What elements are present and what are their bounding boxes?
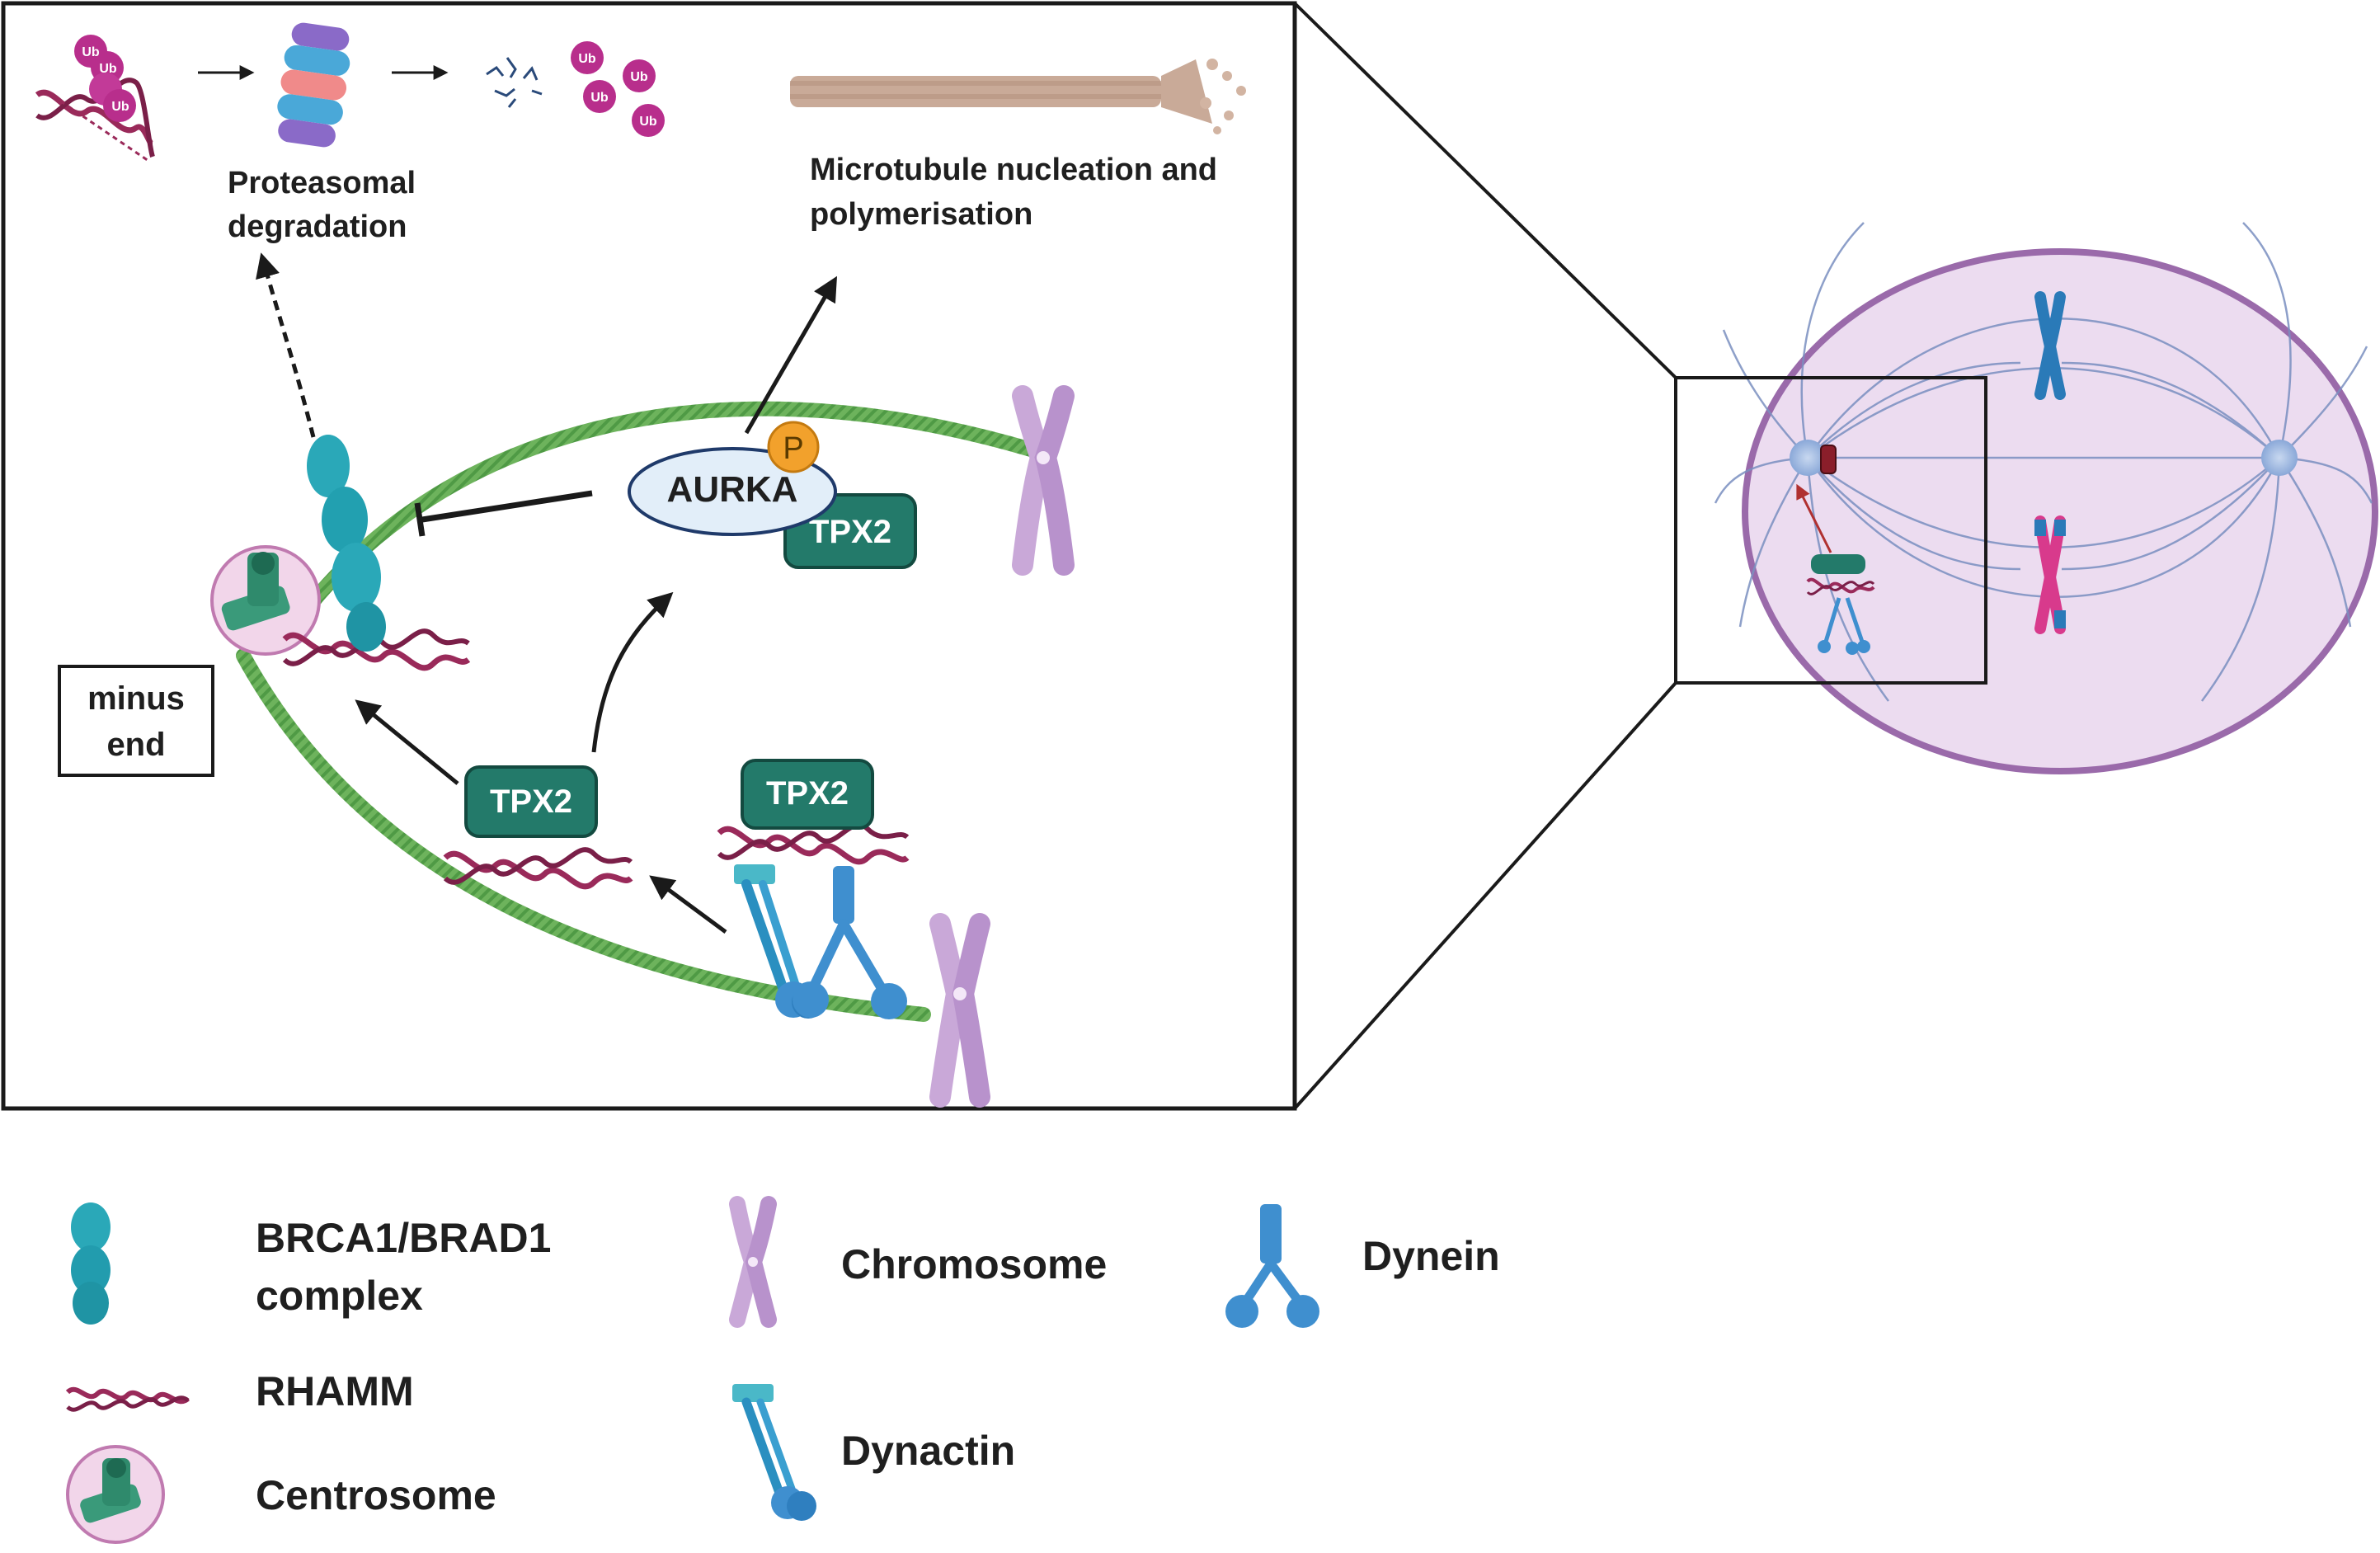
inhibition-line — [421, 490, 593, 523]
chromosome-lower — [929, 913, 990, 1108]
arrow-tpx2-to-minus-end — [355, 699, 459, 785]
free-ubiquitins: Ub Ub Ub Ub — [571, 41, 665, 137]
spindle-pole-right — [2261, 440, 2298, 476]
legend-dynein-icon — [1225, 1204, 1319, 1328]
legend-brca1-line1: BRCA1/BRAD1 — [256, 1215, 551, 1261]
mini-tpx2 — [1811, 554, 1865, 574]
peptide-fragments-icon — [486, 57, 543, 108]
tpx2-label-right: TPX2 — [766, 775, 849, 812]
tpx2-label-left: TPX2 — [490, 784, 572, 820]
legend-rhamm-icon — [65, 1386, 190, 1412]
proteasome-icon — [277, 22, 350, 148]
phospho-label: P — [783, 431, 803, 466]
ub-label: Ub — [578, 52, 596, 66]
microtubule-label-line1: Microtubule nucleation and — [810, 153, 1217, 187]
minus-end-line1: minus — [87, 680, 185, 717]
rhamm-lower-right — [717, 822, 910, 865]
dividing-cell — [1714, 222, 2378, 774]
arrow-tpx2-to-aurka — [591, 591, 674, 753]
tpx2-right-box: TPX2 — [741, 759, 874, 830]
legend-chromosome-icon — [729, 1196, 777, 1328]
zoom-panel-frame — [1, 1, 1297, 1111]
arrow-aurka-to-nucleation — [744, 275, 838, 435]
minus-end-line2: end — [106, 727, 165, 763]
inhibition-bar — [414, 502, 426, 537]
zoom-connector-top — [1293, 2, 1677, 379]
zoom-connector-bottom — [1293, 681, 1677, 1110]
legend-centrosome-label: Centrosome — [256, 1472, 496, 1518]
microtubule-label-line2: polymerisation — [810, 197, 1032, 232]
rhamm-at-centrosome — [282, 628, 471, 671]
ub-label: Ub — [630, 70, 648, 84]
mini-dynein — [1818, 597, 1870, 655]
tpx2-left-box: TPX2 — [464, 765, 598, 838]
mini-arrow — [1796, 483, 1832, 553]
chromosome-pink — [2034, 515, 2066, 634]
proteasomal-label-line1: Proteasomal — [228, 166, 416, 200]
tpx2-label-top: TPX2 — [809, 514, 891, 550]
arrow-dynein-to-tpx2 — [649, 875, 727, 934]
minus-end-box: minus end — [58, 665, 214, 777]
ub-label: Ub — [590, 91, 609, 105]
legend: BRCA1/BRAD1 complex RHAMM Centrosome Chr… — [65, 1196, 1500, 1544]
ubiquitin-chain-left: Ub Ub Ub — [74, 35, 136, 122]
brca1-at-pole — [1820, 445, 1837, 474]
legend-dynein-label: Dynein — [1362, 1233, 1500, 1279]
centrosome-main — [210, 545, 321, 656]
mini-rhamm — [1806, 577, 1875, 594]
ub-label: Ub — [82, 45, 100, 59]
chromosome-blue — [2034, 291, 2066, 400]
proteasomal-label-line2: degradation — [228, 209, 407, 244]
legend-dynactin-icon — [732, 1384, 816, 1521]
arrow-degradation-dashed — [256, 252, 316, 438]
chromosome-upper — [1012, 385, 1075, 576]
ub-label: Ub — [639, 115, 657, 129]
legend-dynactin-label: Dynactin — [841, 1428, 1015, 1474]
legend-centrosome-icon — [66, 1445, 165, 1544]
spindle-pole-left — [1790, 440, 1826, 476]
ub-label: Ub — [111, 100, 129, 114]
legend-brca1-line2: complex — [256, 1273, 423, 1319]
legend-brca1-icon — [71, 1202, 111, 1325]
brca1-bard1-complex — [307, 435, 386, 652]
microtubule-polymer-icon — [790, 59, 1246, 134]
zoom-region-box — [1674, 376, 1987, 685]
aurka-label: AURKA — [667, 469, 798, 510]
rhamm-lower-left — [443, 847, 633, 890]
dynein-main — [793, 866, 907, 1019]
legend-rhamm-label: RHAMM — [256, 1368, 414, 1414]
ub-label: Ub — [99, 62, 117, 76]
legend-chromosome-label: Chromosome — [841, 1241, 1107, 1287]
phospho-group: P — [767, 421, 820, 473]
